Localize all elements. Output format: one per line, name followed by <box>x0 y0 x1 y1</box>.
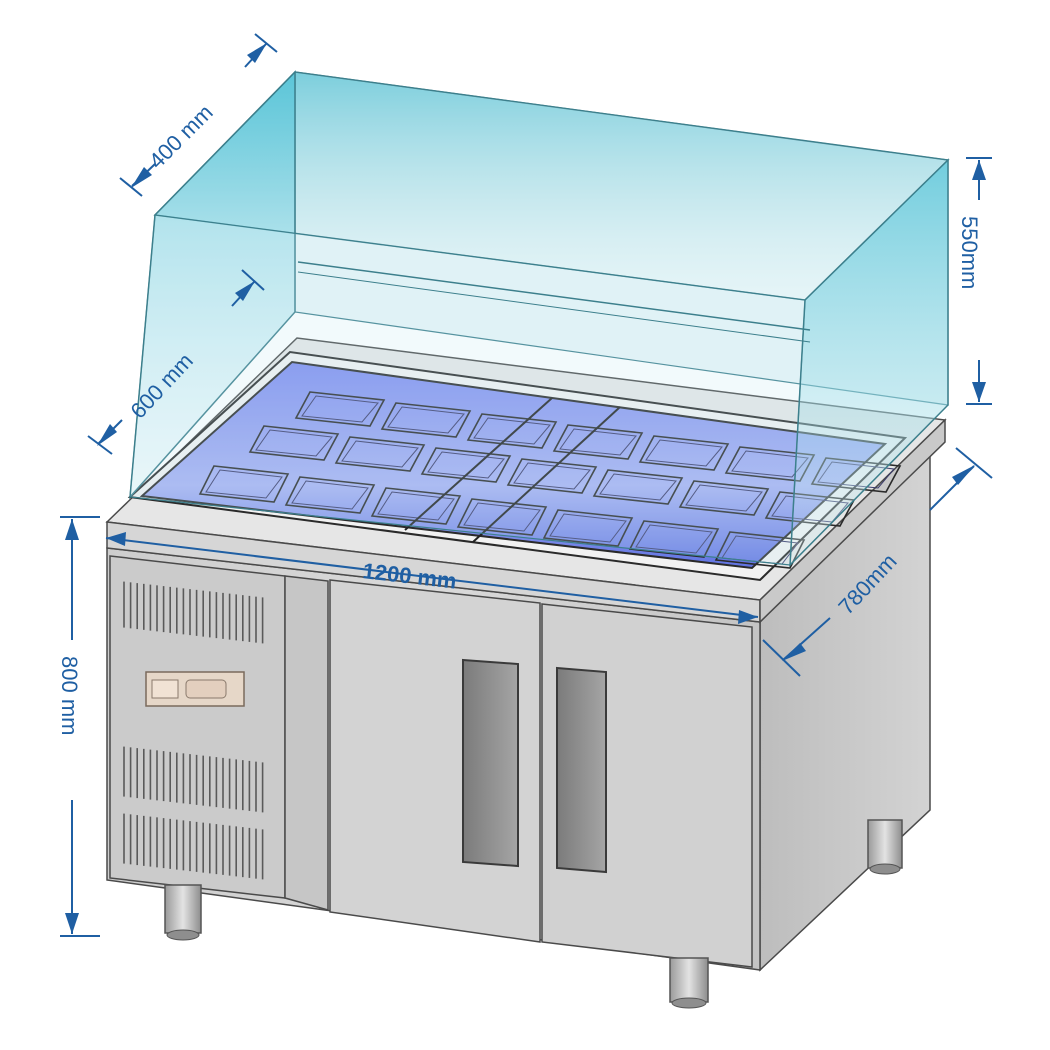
food-pan-rim <box>255 429 333 457</box>
food-pan-rim <box>341 440 419 468</box>
food-pan-rim <box>291 480 369 510</box>
right-door-window <box>556 666 607 874</box>
food-pan-rim <box>685 484 763 512</box>
food-pan-rim <box>377 491 455 521</box>
glass-sneeze-guard <box>129 70 950 567</box>
food-pan-rim <box>645 439 723 467</box>
left-door-window <box>462 658 519 868</box>
leg-front-left <box>164 884 202 941</box>
food-pan <box>678 480 770 516</box>
dimension-height: 800 mm <box>57 516 100 937</box>
pan-well <box>127 350 908 582</box>
dimension-hood-height: 550mm <box>957 157 992 405</box>
food-pan-rim <box>635 524 713 554</box>
food-pan-rim <box>599 473 677 501</box>
food-pan-rim <box>463 502 541 532</box>
food-pan <box>248 425 340 461</box>
leg-back-right <box>867 819 903 875</box>
food-pan <box>714 531 806 569</box>
food-pan <box>334 436 426 472</box>
food-pan <box>294 391 386 427</box>
food-pan <box>420 447 512 483</box>
food-pan-rim <box>513 462 591 490</box>
sliding-lid-seam-right <box>472 406 621 543</box>
food-pan-rim <box>301 395 379 423</box>
food-pan-rim <box>387 406 465 434</box>
food-pan-rim <box>427 451 505 479</box>
food-pan-rim <box>559 428 637 456</box>
cabinet-divider <box>284 575 329 911</box>
food-pan-rim <box>731 450 809 478</box>
food-pan <box>638 435 730 471</box>
sliding-lid-seam-left <box>404 397 553 531</box>
food-pan <box>552 424 644 460</box>
food-pan <box>628 520 720 558</box>
food-pan <box>198 465 290 503</box>
glass-inner-rail-lower <box>297 271 811 343</box>
vent-grille-top <box>123 581 264 644</box>
controller-display <box>151 679 179 699</box>
food-pan-rim <box>473 417 551 445</box>
food-pan-rim <box>205 469 283 499</box>
food-pan-rim <box>549 513 627 543</box>
food-pan <box>506 458 598 494</box>
compressor-panel <box>109 555 286 899</box>
food-pan <box>592 469 684 505</box>
glass-front-panel <box>129 214 806 566</box>
glass-inner-rail <box>297 261 811 331</box>
food-pan <box>284 476 376 514</box>
label-hood-height: 550mm <box>957 216 982 289</box>
countertop-side-edge <box>759 418 946 624</box>
food-pan <box>542 509 634 547</box>
label-height: 800 mm <box>57 656 82 735</box>
vent-grille-bottom <box>123 813 264 880</box>
leg-front-right <box>669 957 709 1009</box>
vent-grille-middle <box>123 746 264 813</box>
controller-button <box>185 679 227 699</box>
food-pan <box>370 487 462 525</box>
food-pan <box>380 402 472 438</box>
food-pan <box>456 498 548 536</box>
food-pan <box>466 413 558 449</box>
